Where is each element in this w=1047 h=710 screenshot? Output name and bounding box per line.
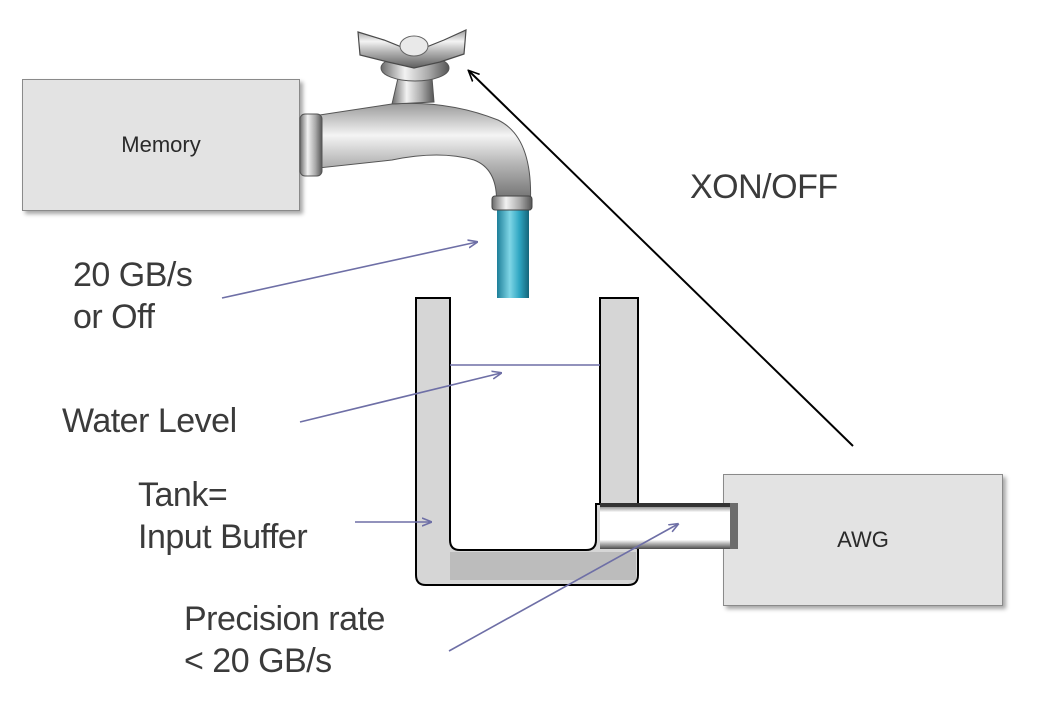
precision-line-2: < 20 GB/s [184, 642, 332, 680]
precision-label: Precision rate < 20 GB/s [184, 598, 385, 682]
faucet-icon [299, 29, 533, 211]
rate-label: 20 GB/s or Off [73, 254, 193, 338]
rate-line-2: or Off [73, 298, 155, 336]
xon-off-arrow [469, 71, 854, 447]
memory-box: Memory [22, 79, 300, 211]
precision-arrow [448, 524, 678, 652]
rate-arrow [221, 242, 477, 299]
tank-label: Tank= Input Buffer [138, 474, 308, 558]
water-stream [497, 205, 529, 298]
precision-line-1: Precision rate [184, 600, 385, 638]
awg-label: AWG [837, 527, 889, 552]
water-level-arrow [299, 373, 501, 423]
water-level-text: Water Level [62, 402, 237, 440]
xon-off-label: XON/OFF [690, 166, 838, 208]
water-level-label: Water Level [62, 400, 237, 442]
xon-off-text: XON/OFF [690, 168, 838, 206]
awg-box: AWG [723, 474, 1003, 606]
tank-sediment [450, 552, 636, 580]
tank-line-2: Input Buffer [138, 518, 308, 556]
pipe [600, 503, 738, 549]
rate-line-1: 20 GB/s [73, 256, 193, 294]
memory-label: Memory [121, 132, 201, 157]
tank [415, 297, 639, 586]
tank-line-1: Tank= [138, 476, 228, 514]
